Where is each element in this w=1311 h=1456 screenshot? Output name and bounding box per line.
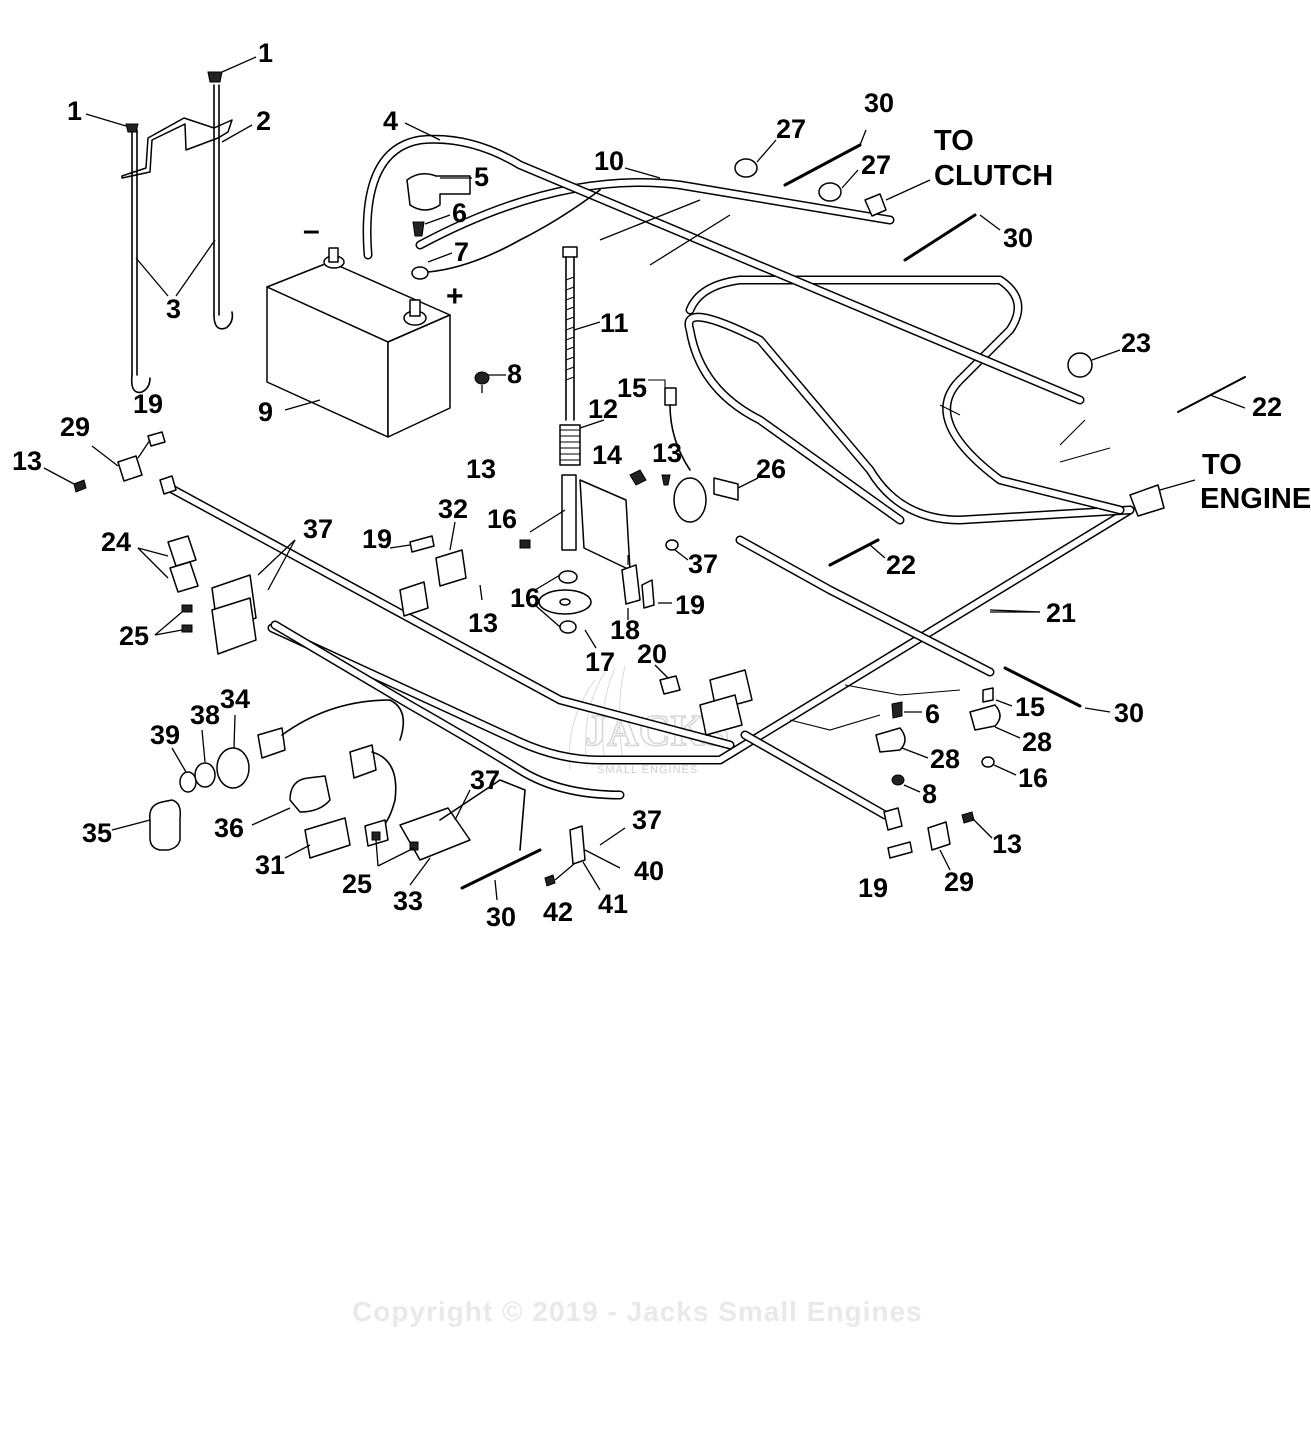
- battery: [266, 247, 451, 438]
- part-label-27: 27: [861, 150, 891, 180]
- to-engine-label-line2: ENGINE: [1200, 483, 1311, 515]
- right-side-hardware: [460, 129, 1246, 901]
- copyright-watermark: Copyright © 2019 - Jacks Small Engines: [352, 1296, 923, 1327]
- part-label-6: 6: [452, 198, 467, 228]
- part-label-7: 7: [454, 237, 469, 267]
- positive-terminal-symbol: +: [446, 280, 464, 313]
- part-label-36: 36: [214, 813, 244, 843]
- part-label-22: 22: [886, 550, 916, 580]
- left-switches: [43, 431, 483, 655]
- part-label-16: 16: [487, 504, 517, 534]
- logo-subtext: SMALL ENGINES: [597, 764, 698, 776]
- part-label-41: 41: [598, 889, 628, 919]
- part-label-16: 16: [1018, 763, 1048, 793]
- part-label-24: 24: [101, 527, 131, 557]
- to-engine-label-line1: TO: [1202, 449, 1242, 481]
- part-label-13: 13: [992, 829, 1022, 859]
- part-number-labels: 1 1 2 3 4 5 6 6 7 8 8 9 10 11 12 13 13 1…: [12, 38, 1282, 932]
- part-label-4: 4: [383, 106, 398, 136]
- part-label-17: 17: [585, 647, 615, 677]
- part-label-1: 1: [67, 96, 82, 126]
- part-label-42: 42: [543, 897, 573, 927]
- part-label-34: 34: [220, 684, 250, 714]
- clamp-hardware: [544, 807, 993, 891]
- part-label-14: 14: [592, 440, 622, 470]
- part-label-13: 13: [652, 438, 682, 468]
- part-label-30: 30: [864, 88, 894, 118]
- part-label-12: 12: [588, 394, 618, 424]
- part-label-19: 19: [362, 524, 392, 554]
- part-label-40: 40: [634, 856, 664, 886]
- part-label-30: 30: [1114, 698, 1144, 728]
- callout-labels: TO CLUTCH TO ENGINE – +: [303, 125, 1311, 515]
- to-clutch-label-line2: CLUTCH: [934, 160, 1053, 192]
- part-label-3: 3: [166, 294, 181, 324]
- part-label-39: 39: [150, 720, 180, 750]
- part-label-1: 1: [258, 38, 273, 68]
- part-label-23: 23: [1121, 328, 1151, 358]
- part-label-20: 20: [637, 639, 667, 669]
- part-label-35: 35: [82, 818, 112, 848]
- part-label-8: 8: [922, 779, 937, 809]
- part-label-30: 30: [1003, 223, 1033, 253]
- to-clutch-label-line1: TO: [934, 125, 974, 157]
- part-label-32: 32: [438, 494, 468, 524]
- battery-cable: [364, 136, 1083, 403]
- part-label-13: 13: [12, 446, 42, 476]
- seat-switch-assembly: [519, 246, 631, 649]
- part-label-29: 29: [60, 412, 90, 442]
- part-label-38: 38: [190, 700, 220, 730]
- part-label-37: 37: [688, 549, 718, 579]
- part-label-15: 15: [1015, 692, 1045, 722]
- part-label-13: 13: [466, 454, 496, 484]
- battery-hold-down: [85, 56, 257, 394]
- part-label-28: 28: [930, 744, 960, 774]
- leader-lines: [137, 122, 1040, 613]
- main-wire-harness: [165, 178, 1135, 820]
- part-label-29: 29: [944, 867, 974, 897]
- cable-clamps: [789, 684, 1021, 793]
- part-label-5: 5: [474, 162, 489, 192]
- battery-terminal-hardware: [406, 173, 601, 393]
- dash-components: [111, 699, 526, 886]
- part-label-10: 10: [594, 146, 624, 176]
- part-label-18: 18: [610, 615, 640, 645]
- part-label-15: 15: [617, 373, 647, 403]
- part-label-13: 13: [468, 608, 498, 638]
- part-label-19: 19: [133, 389, 163, 419]
- part-label-21: 21: [1046, 598, 1076, 628]
- part-label-6: 6: [925, 699, 940, 729]
- part-label-37: 37: [470, 765, 500, 795]
- part-label-22: 22: [1252, 392, 1282, 422]
- negative-terminal-symbol: –: [303, 214, 320, 247]
- part-label-26: 26: [756, 454, 786, 484]
- part-label-28: 28: [1022, 727, 1052, 757]
- part-label-33: 33: [393, 886, 423, 916]
- part-label-25: 25: [342, 869, 372, 899]
- part-label-37: 37: [303, 514, 333, 544]
- part-label-9: 9: [258, 397, 273, 427]
- part-label-19: 19: [675, 590, 705, 620]
- part-label-27: 27: [776, 114, 806, 144]
- part-label-16: 16: [510, 583, 540, 613]
- part-label-30: 30: [486, 902, 516, 932]
- relay-and-plunger: [621, 379, 759, 620]
- part-label-2: 2: [256, 106, 271, 136]
- pto-switch: [654, 664, 753, 736]
- part-label-8: 8: [507, 359, 522, 389]
- part-label-25: 25: [119, 621, 149, 651]
- part-label-11: 11: [600, 308, 629, 338]
- part-label-19: 19: [858, 873, 888, 903]
- part-label-37: 37: [632, 805, 662, 835]
- part-label-31: 31: [255, 850, 285, 880]
